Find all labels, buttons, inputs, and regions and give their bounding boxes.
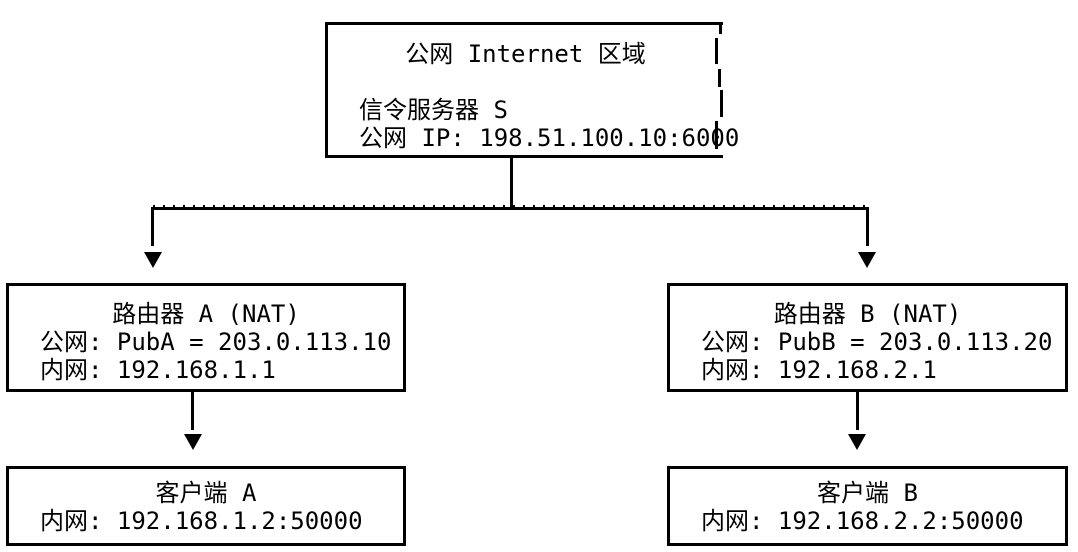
connector-drop-to-router-b <box>866 207 869 246</box>
router-a-title: 路由器 A (NAT) <box>112 300 300 328</box>
client-b-title: 客户端 B <box>817 479 918 507</box>
connector-server-stem <box>510 156 513 209</box>
arrow-down-icon <box>848 434 866 450</box>
arrow-down-icon <box>184 434 202 450</box>
internet-box-right-edge-segment <box>720 90 723 117</box>
internet-box-right-edge-segment <box>718 69 721 87</box>
client-a-private-ip-label: 内网: 192.168.1.2:50000 <box>40 507 363 535</box>
router-b-private-ip-label: 内网: 192.168.2.1 <box>701 356 937 384</box>
internet-box-right-edge-segment <box>719 22 722 34</box>
signaling-server-label: 信令服务器 S <box>359 96 508 124</box>
internet-box-right-edge-segment <box>715 38 718 64</box>
connector-branch-line <box>151 205 869 210</box>
router-b-title: 路由器 B (NAT) <box>773 300 962 328</box>
server-public-ip-label: 公网 IP: 198.51.100.10:6000 <box>359 124 740 152</box>
connector-router-a-to-client-a <box>191 390 194 430</box>
client-a-box: 客户端 A 内网: 192.168.1.2:50000 <box>6 466 406 546</box>
router-a-box: 路由器 A (NAT) 公网: PubA = 203.0.113.10 内网: … <box>6 283 406 392</box>
client-a-title: 客户端 A <box>155 479 257 507</box>
blank-line <box>328 68 723 96</box>
internet-zone-title: 公网 Internet 区域 <box>405 40 646 68</box>
internet-box-right-edge-segment <box>715 121 718 149</box>
client-b-private-ip-label: 内网: 192.168.2.2:50000 <box>701 507 1024 535</box>
connector-router-b-to-client-b <box>856 390 859 430</box>
arrow-down-icon <box>144 252 162 268</box>
arrow-down-icon <box>858 252 876 268</box>
router-b-public-ip-label: 公网: PubB = 203.0.113.20 <box>701 328 1053 356</box>
connector-drop-to-router-a <box>151 207 154 246</box>
internet-zone-box: 公网 Internet 区域 信令服务器 S 公网 IP: 198.51.100… <box>325 22 740 158</box>
client-b-box: 客户端 B 内网: 192.168.2.2:50000 <box>667 466 1068 546</box>
router-b-box: 路由器 B (NAT) 公网: PubB = 203.0.113.20 内网: … <box>667 283 1068 392</box>
router-a-public-ip-label: 公网: PubA = 203.0.113.10 <box>40 328 392 356</box>
router-a-private-ip-label: 内网: 192.168.1.1 <box>40 356 276 384</box>
